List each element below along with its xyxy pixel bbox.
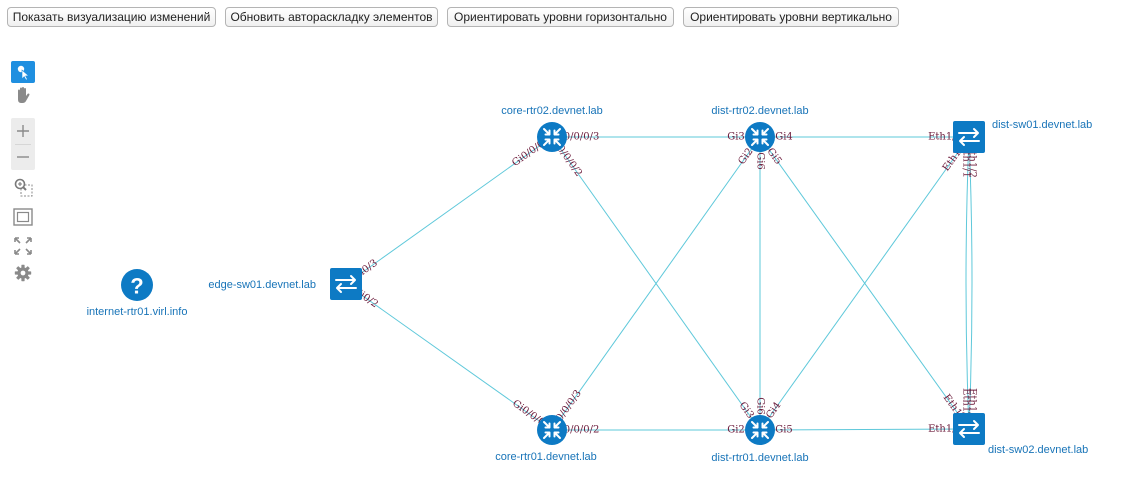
router-icon [537, 122, 567, 152]
zoom-out-button[interactable] [11, 146, 35, 168]
switch-icon [953, 413, 985, 445]
update-layout-button[interactable]: Обновить автораскладку элементов [225, 7, 438, 27]
link-line[interactable] [968, 136, 973, 430]
router-icon [745, 415, 775, 445]
pointer-icon [17, 65, 30, 80]
node-dist-rtr01[interactable] [745, 415, 775, 445]
zoom-in-button[interactable] [11, 120, 35, 142]
port-label: Eth1/2 [967, 388, 978, 422]
port-label: Gi6 [755, 397, 766, 415]
fit-view-button[interactable] [11, 206, 35, 228]
gear-icon [14, 264, 32, 282]
settings-button[interactable] [11, 262, 35, 284]
port-label: Eth1/4 [928, 132, 962, 143]
question-icon: ? [121, 269, 153, 301]
port-label: Gi6 [755, 152, 766, 170]
orient-horizontal-button[interactable]: Ориентировать уровни горизонтально [447, 7, 674, 27]
port-label: Gi0/0/0/2 [553, 425, 600, 436]
port-label: Gi0/0/0/3 [553, 132, 600, 143]
port-label: Eth1/1 [961, 388, 972, 422]
router-icon [537, 415, 567, 445]
node-label: dist-sw01.devnet.lab [992, 119, 1092, 131]
zoom-controls [11, 118, 35, 170]
link-line[interactable] [345, 283, 553, 431]
port-label: Gi2 [727, 425, 745, 436]
zoom-selection-icon [14, 178, 33, 197]
node-label: internet-rtr01.virl.info [87, 306, 188, 318]
plus-icon [17, 125, 29, 137]
link-line[interactable] [551, 136, 761, 431]
node-core-rtr02[interactable] [537, 122, 567, 152]
switch-icon [953, 121, 985, 153]
node-dist-sw02[interactable] [953, 413, 985, 445]
node-label: dist-sw02.devnet.lab [988, 444, 1088, 456]
node-label: edge-sw01.devnet.lab [208, 279, 316, 291]
node-label: core-rtr02.devnet.lab [501, 105, 603, 117]
nodes-layer: ? internet-rtr01.virl.info edge-sw01.devne… [87, 105, 1093, 464]
select-tool[interactable] [11, 61, 35, 83]
node-label: dist-rtr01.devnet.lab [711, 452, 808, 464]
zoom-selection-button[interactable] [11, 176, 35, 198]
node-internet[interactable]: ? [121, 269, 153, 301]
switch-icon [330, 268, 362, 300]
link-line[interactable] [759, 428, 970, 431]
link-line[interactable] [345, 136, 553, 285]
link-line[interactable] [759, 136, 970, 431]
port-label: Eth1/3 [928, 424, 962, 435]
orient-vertical-button[interactable]: Ориентировать уровни вертикально [683, 7, 899, 27]
port-label: Gi4 [775, 132, 793, 143]
pan-tool[interactable] [11, 84, 35, 106]
minus-icon [17, 156, 29, 158]
port-label: Gi3 [727, 132, 745, 143]
node-dist-rtr02[interactable] [745, 122, 775, 152]
zoom-divider [15, 144, 31, 145]
expand-icon [14, 237, 32, 255]
hand-icon [18, 87, 30, 103]
links-layer [345, 136, 973, 431]
port-label: Eth1/1 [961, 144, 972, 178]
svg-text:?: ? [130, 274, 143, 299]
node-core-rtr01[interactable] [537, 415, 567, 445]
show-changes-button[interactable]: Показать визуализацию изменений [7, 7, 216, 27]
node-edge-sw01[interactable] [330, 268, 362, 300]
fit-icon [13, 208, 33, 226]
node-dist-sw01[interactable] [953, 121, 985, 153]
router-icon [745, 122, 775, 152]
fullscreen-button[interactable] [11, 235, 35, 257]
node-label: dist-rtr02.devnet.lab [711, 105, 808, 117]
port-label: Eth1/2 [967, 144, 978, 178]
node-label: core-rtr01.devnet.lab [495, 451, 597, 463]
link-line[interactable] [965, 136, 970, 430]
port-label: Gi5 [775, 424, 793, 435]
